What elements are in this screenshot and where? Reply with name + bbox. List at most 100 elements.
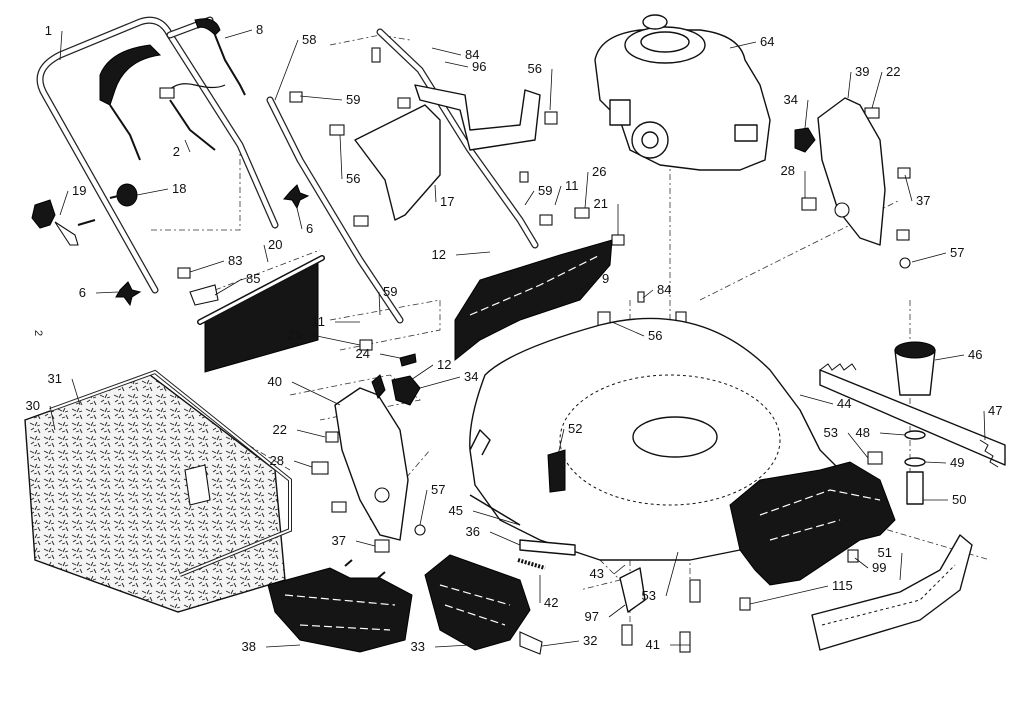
leader-line-c85 (214, 278, 243, 296)
wing-nut-6b (283, 184, 310, 210)
callout-label-c36: 36 (466, 524, 480, 539)
callout-label-c47: 47 (988, 403, 1002, 418)
leader-line-c46 (934, 354, 965, 361)
callout-label-c6b: 6 (306, 221, 313, 236)
mulch-plug (424, 554, 543, 655)
leader-line-c37a (904, 174, 913, 202)
callout-label-c11a: 11 (565, 178, 579, 193)
leader-line-c9 (579, 278, 599, 291)
rear-flap (177, 255, 325, 373)
leader-line-c12b (407, 364, 434, 383)
handle-knob-18 (109, 183, 138, 207)
callout-label-c9: 9 (602, 271, 609, 286)
callout-label-c31: 31 (48, 371, 62, 386)
callout-label-c96: 96 (472, 59, 486, 74)
leader-line-c26b (311, 334, 361, 346)
callout-label-c57b: 57 (431, 482, 445, 497)
leader-line-c12a (455, 251, 491, 256)
callout-label-c34b: 34 (464, 369, 478, 384)
leader-line-c31 (71, 378, 81, 406)
leader-line-c40 (291, 381, 341, 406)
callout-label-c59a: 59 (346, 92, 360, 107)
callout-label-c37b: 37 (332, 533, 346, 548)
callout-label-c57a: 57 (950, 245, 964, 260)
leader-line-c64 (729, 41, 757, 49)
leader-line-c45 (472, 510, 521, 526)
rear-door (454, 239, 613, 362)
leader-line-c96 (444, 61, 469, 68)
callout-label-c64: 64 (760, 34, 774, 49)
callout-label-c39: 39 (855, 64, 869, 79)
height-adjuster-front (334, 374, 421, 541)
callout-label-c59c: 59 (383, 284, 397, 299)
leader-line-c33 (434, 644, 471, 648)
leader-line-c8 (224, 29, 253, 39)
callout-label-c12a: 12 (432, 247, 446, 262)
lower-handle (36, 16, 279, 294)
leader-line-c1 (59, 30, 63, 61)
leader-line-c6b (296, 207, 303, 230)
grass-guide (354, 84, 541, 221)
callout-label-c44: 44 (837, 396, 851, 411)
callout-label-c84b: 84 (657, 282, 671, 297)
callout-label-c85: 85 (246, 271, 260, 286)
callout-label-c32: 32 (583, 633, 597, 648)
leader-line-c57a (911, 252, 947, 263)
leader-line-c36 (489, 531, 521, 546)
callout-label-c56c: 56 (648, 328, 662, 343)
leader-line-c59b (524, 190, 535, 206)
leader-line-c47 (983, 410, 986, 441)
callout-label-c53a: 53 (824, 425, 838, 440)
leader-line-c53a (847, 432, 869, 459)
leader-line-c53b (665, 551, 679, 597)
callout-label-c45: 45 (449, 503, 463, 518)
leader-line-c22a (871, 71, 883, 109)
axle-components (469, 494, 646, 613)
leader-line-c28b (293, 460, 313, 468)
callout-label-c6a: 6 (79, 285, 86, 300)
leader-line-c19 (59, 190, 69, 216)
leader-line-c52 (557, 428, 565, 456)
leader-line-c56b (339, 134, 343, 180)
leader-line-c22b (296, 429, 326, 438)
grass-catcher (24, 369, 292, 613)
callout-label-c53b: 53 (642, 588, 656, 603)
callout-label-c33: 33 (411, 639, 425, 654)
leader-line-c11a (554, 185, 562, 206)
side-label: 2 (32, 330, 44, 336)
leader-line-c115 (749, 585, 829, 605)
leader-line-c57b (419, 489, 428, 526)
leader-line-c32 (541, 640, 580, 647)
callout-label-c46: 46 (968, 347, 982, 362)
callout-label-c83: 83 (228, 253, 242, 268)
leader-line-c43 (613, 564, 626, 575)
mulch-cover (267, 559, 413, 653)
leader-line-c56c (611, 321, 645, 337)
callout-label-c99: 99 (872, 560, 886, 575)
leader-line-c37b (355, 540, 376, 547)
callout-label-c1: 1 (45, 23, 52, 38)
callout-label-c115: 115 (832, 578, 853, 593)
callout-label-c19: 19 (72, 183, 86, 198)
callout-label-c97: 97 (585, 609, 599, 624)
throttle-cable (159, 83, 226, 151)
leader-line-c20 (263, 244, 269, 263)
leader-line-c84a (431, 47, 462, 56)
callout-label-c51: 51 (878, 545, 892, 560)
callout-label-c24: 24 (356, 346, 370, 361)
leader-line-c44 (799, 394, 834, 405)
callout-label-c56a: 56 (528, 61, 542, 76)
callout-label-c38: 38 (242, 639, 256, 654)
deck-skirt (811, 534, 973, 651)
wing-nut-6a (115, 281, 142, 307)
leader-line-c30 (49, 405, 56, 431)
callout-label-c49: 49 (950, 455, 964, 470)
callout-label-c22b: 22 (273, 422, 287, 437)
callout-label-c22a: 22 (886, 64, 900, 79)
control-bar (99, 18, 246, 161)
callout-label-c43: 43 (590, 566, 604, 581)
callout-label-c59b: 59 (538, 183, 552, 198)
callout-label-c26a: 26 (592, 164, 606, 179)
